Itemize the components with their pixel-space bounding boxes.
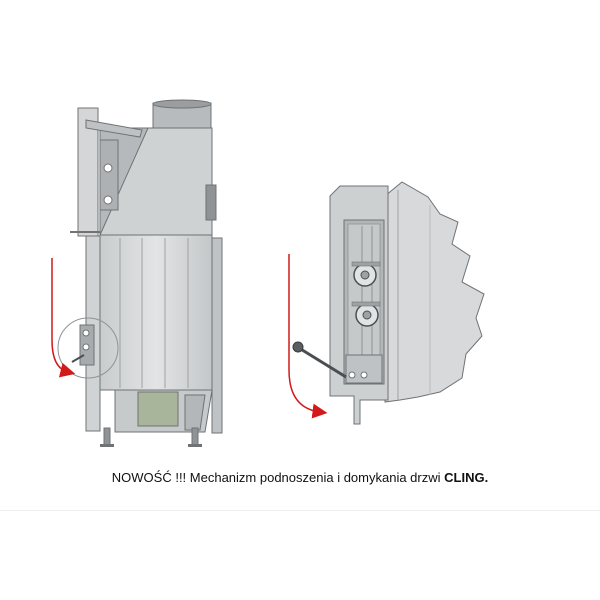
bottom-bracket: [345, 354, 383, 384]
front-leg: [103, 427, 111, 447]
footer-divider: [0, 510, 600, 511]
curved-down-arrow-right: [288, 254, 328, 419]
detail-cutaway-body: [384, 181, 485, 403]
curved-down-arrow-left: [51, 258, 76, 378]
rear-leg: [191, 427, 199, 447]
detail-highlight-circle: [57, 317, 119, 379]
upper-roller: [351, 261, 381, 287]
upper-lift-frame: [70, 107, 143, 237]
lower-roller: [351, 301, 381, 327]
caption-brand: CLING.: [444, 470, 489, 485]
fireplace-side-view: [51, 99, 223, 447]
door-handle-lever: [292, 341, 347, 379]
figure-caption: NOWOŚĆ !!! Mechanizm podnoszenia i domyk…: [0, 470, 600, 485]
door-lift-mechanism-detail: [288, 181, 485, 425]
fireplace-body: [99, 234, 213, 391]
ash-box-glass: [137, 391, 179, 427]
caption-text: NOWOŚĆ !!! Mechanizm podnoszenia i domyk…: [111, 470, 445, 485]
